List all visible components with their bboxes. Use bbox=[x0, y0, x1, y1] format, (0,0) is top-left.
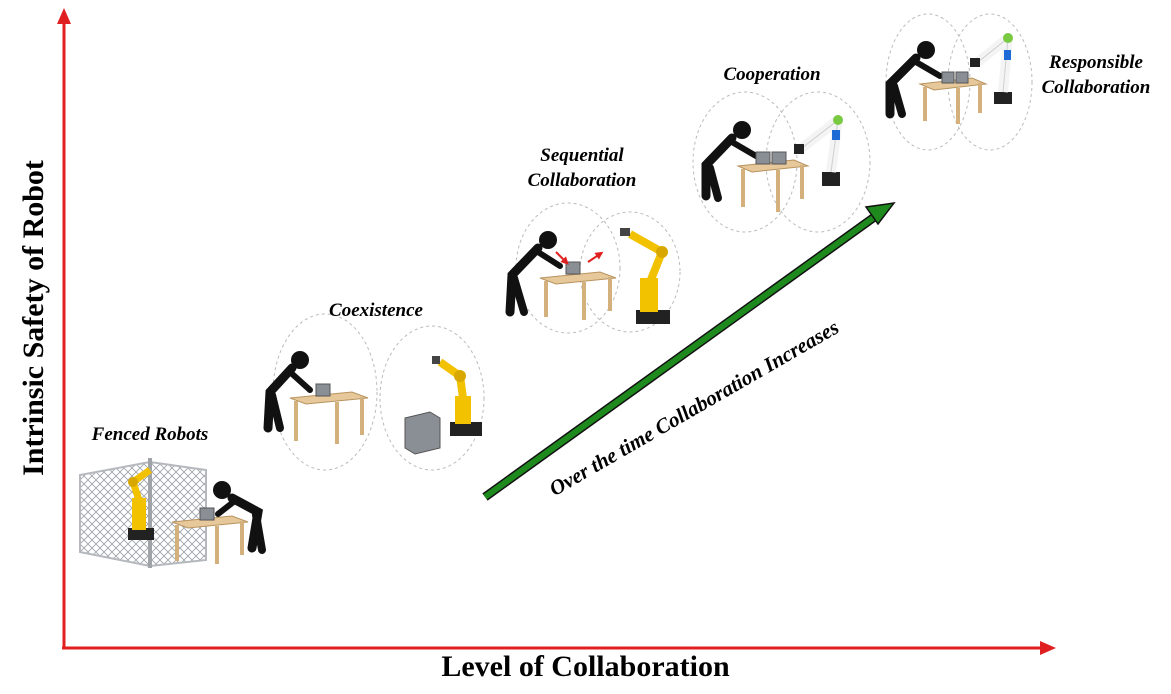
box-icon bbox=[755, 151, 787, 165]
box-icon bbox=[404, 411, 441, 455]
stage-label-sequential-collaboration: Sequential Collaboration bbox=[528, 143, 637, 193]
cobot-arm-icon bbox=[970, 33, 1013, 104]
label-line: Collaboration bbox=[527, 170, 637, 191]
robot-zone bbox=[379, 325, 485, 471]
table-icon bbox=[539, 271, 617, 320]
label-line: Coexistence bbox=[329, 300, 423, 321]
stage-cooperation bbox=[692, 91, 871, 233]
table-icon bbox=[289, 391, 369, 444]
y-axis-title: Intrinsic Safety of Robot bbox=[17, 160, 50, 476]
person-icon bbox=[885, 41, 943, 119]
person-icon bbox=[505, 231, 563, 317]
trend-arrow bbox=[482, 201, 896, 501]
box-icon bbox=[199, 507, 215, 521]
person-icon bbox=[263, 351, 313, 433]
cobot-arm-icon bbox=[794, 115, 843, 186]
label-line: Cooperation bbox=[723, 64, 821, 85]
stage-responsible-collaboration bbox=[885, 13, 1033, 151]
stage-fenced-robots bbox=[79, 458, 266, 568]
handover-arrow bbox=[587, 251, 604, 263]
box-icon bbox=[565, 261, 581, 275]
person-icon bbox=[213, 481, 266, 554]
table-icon bbox=[918, 77, 988, 124]
stage-coexistence bbox=[263, 313, 485, 471]
stage-label-responsible-collaboration: Responsible Collaboration bbox=[1042, 50, 1151, 100]
box-icon bbox=[941, 71, 969, 84]
industrial-robot-icon bbox=[128, 467, 154, 540]
label-line: Fenced Robots bbox=[91, 424, 209, 445]
industrial-robot-icon bbox=[620, 228, 670, 324]
x-axis bbox=[62, 641, 1056, 655]
robot-zone bbox=[579, 211, 681, 333]
label-line: Responsible bbox=[1049, 52, 1143, 73]
x-axis-title: Level of Collaboration bbox=[441, 650, 730, 683]
stage-sequential-collaboration bbox=[505, 202, 681, 334]
label-line: Collaboration bbox=[1041, 77, 1151, 98]
stage-label-coexistence: Coexistence bbox=[329, 298, 423, 323]
label-line: Sequential bbox=[540, 145, 624, 166]
y-axis bbox=[57, 8, 71, 648]
y-axis-arrowhead bbox=[57, 8, 71, 24]
human-zone bbox=[515, 202, 621, 334]
x-axis-arrowhead bbox=[1040, 641, 1056, 655]
table-icon bbox=[736, 159, 810, 212]
handover-arrow bbox=[555, 251, 569, 265]
stage-label-cooperation: Cooperation bbox=[723, 62, 820, 87]
stage-label-fenced-robots: Fenced Robots bbox=[92, 422, 209, 447]
box-icon bbox=[315, 383, 331, 397]
person-icon bbox=[701, 121, 759, 202]
trend-arrowhead bbox=[864, 201, 896, 226]
industrial-robot-icon bbox=[432, 356, 482, 436]
